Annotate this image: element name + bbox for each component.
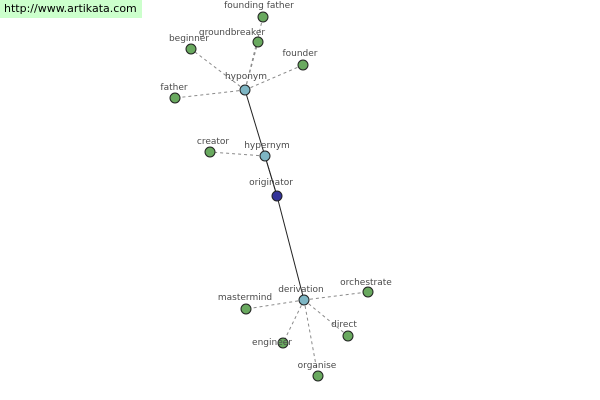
edge-derivation-organise (303, 299, 319, 377)
label-groundbreaker: groundbreaker (199, 28, 266, 38)
label-organise: organise (298, 361, 337, 371)
label-founding-father: founding father (224, 1, 294, 11)
node-derivation[interactable] (298, 294, 310, 306)
node-originator[interactable] (271, 190, 283, 202)
edge-derivation-direct (303, 299, 349, 337)
node-hyponym[interactable] (239, 84, 251, 96)
label-hyponym: hyponym (225, 72, 267, 82)
node-groundbreaker[interactable] (252, 36, 264, 48)
node-engineer[interactable] (277, 337, 289, 349)
label-originator: originator (249, 178, 293, 188)
label-creator: creator (197, 137, 230, 147)
edge-derivation-engineer (282, 299, 305, 344)
label-beginner: beginner (169, 34, 209, 44)
site-url-badge: http://www.artikata.com (0, 0, 142, 18)
node-mastermind[interactable] (240, 303, 252, 315)
node-founding-father[interactable] (257, 11, 269, 23)
label-mastermind: mastermind (218, 293, 272, 303)
edge-hyponym-groundbreaker (244, 41, 259, 91)
label-derivation: derivation (278, 285, 324, 295)
edge-originator-hypernym (264, 155, 278, 197)
edge-derivation-mastermind (245, 299, 305, 310)
node-beginner[interactable] (185, 43, 197, 55)
node-father[interactable] (169, 92, 181, 104)
node-creator[interactable] (204, 146, 216, 158)
label-hypernym: hypernym (244, 141, 290, 151)
label-orchestrate: orchestrate (340, 278, 392, 288)
node-orchestrate[interactable] (362, 286, 374, 298)
edge-hypernym-creator (209, 151, 266, 157)
edge-originator-derivation (276, 195, 305, 301)
label-engineer: engineer (252, 338, 292, 348)
label-founder: founder (282, 49, 317, 59)
node-organise[interactable] (312, 370, 324, 382)
edge-derivation-orchestrate (303, 291, 369, 301)
edge-hyponym-beginner (190, 48, 246, 91)
node-direct[interactable] (342, 330, 354, 342)
label-father: father (160, 83, 187, 93)
node-hypernym[interactable] (259, 150, 271, 162)
label-direct: direct (331, 320, 357, 330)
edge-hyponym-founder (244, 64, 304, 91)
node-founder[interactable] (297, 59, 309, 71)
